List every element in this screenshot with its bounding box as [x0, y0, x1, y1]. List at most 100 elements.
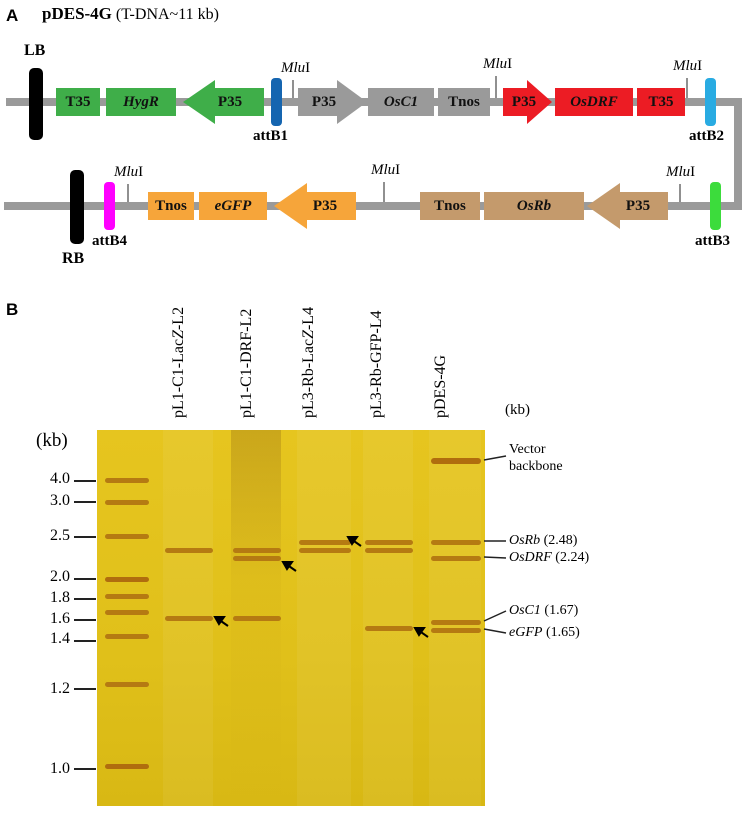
kb-tick-1-2 [74, 688, 96, 690]
block-t35-left [56, 88, 100, 116]
backbone-connector [734, 98, 742, 210]
lane5-band-osc1 [431, 620, 481, 625]
arrow-p35-hyg [183, 80, 264, 124]
lane5-band-backbone [431, 458, 481, 464]
lane2-band-drf [233, 556, 281, 561]
plasmid-name: pDES-4G [42, 4, 112, 23]
label-osc1: OsC1 [383, 93, 419, 110]
gel-image [97, 430, 485, 806]
kb-1-0: 1.0 [50, 760, 70, 777]
attb2-site [705, 78, 716, 126]
osc1-size: (1.67) [544, 603, 579, 618]
kb-tick-3-0 [74, 501, 96, 503]
lane-stripe-4 [363, 430, 413, 806]
leader-osdrf [483, 556, 507, 559]
kb-unit-left: (kb) [36, 430, 68, 451]
ladder-band-1-2 [105, 682, 149, 687]
label-p35-egfp: P35 [312, 197, 338, 214]
mlui-italic: Mlu [114, 164, 139, 180]
label-tnos-osrb: Tnos [434, 197, 466, 214]
label-t35-left: T35 [65, 93, 91, 110]
lane-stripe-3 [297, 430, 351, 806]
label-backbone: backbone [509, 459, 563, 474]
leader-egfp [483, 628, 507, 634]
lane2-band-lower [233, 616, 281, 621]
label-osrb: OsRb (2.48) [509, 533, 577, 549]
tdna-map [4, 68, 742, 244]
lane1-band-lower [165, 616, 213, 621]
mlui-label-6: MluI [666, 164, 695, 181]
label-osc1: OsC1 (1.67) [509, 603, 578, 619]
block-t35-right [637, 88, 685, 116]
lane5-band-egfp [431, 628, 481, 633]
panel-a-title: pDES-4G (T-DNA~11 kb) [42, 4, 219, 24]
ladder-band-1-4 [105, 634, 149, 639]
arrow-p35-osc1 [298, 80, 367, 124]
lane1-band-upper [165, 548, 213, 553]
attb1-site [271, 78, 282, 126]
rb-label: RB [62, 250, 85, 267]
block-tnos-1 [438, 88, 490, 116]
mlui-roman: I [138, 164, 144, 180]
label-hygr: HygR [123, 93, 159, 110]
kb-unit-right: (kb) [505, 402, 530, 418]
label-vector: Vector [509, 442, 546, 457]
kb-tick-1-4 [74, 640, 96, 642]
label-tnos-egfp: Tnos [155, 197, 187, 214]
leader-vector [483, 455, 507, 461]
label-osdrf: OsDRF [570, 93, 618, 110]
lane4-band-1 [365, 540, 413, 545]
ladder-band-4-0 [105, 478, 149, 483]
label-p35-hyg: P35 [217, 93, 243, 110]
attb4-site [104, 182, 115, 230]
label-p35-osc1: P35 [311, 93, 337, 110]
kb-4-0: 4.0 [50, 470, 70, 487]
egfp-size: (1.65) [545, 625, 580, 640]
panel-b-letter: B [6, 300, 19, 319]
arrow-p35-osrb [587, 183, 668, 229]
mlui-label-1: MluI [281, 60, 310, 77]
backbone-row2 [4, 202, 742, 210]
attb4-label: attB4 [92, 233, 127, 249]
mlui-roman: I [395, 162, 401, 178]
mlui-italic: Mlu [371, 162, 396, 178]
kb-3-0: 3.0 [50, 492, 70, 509]
kb-2-0: 2.0 [50, 568, 70, 585]
block-osdrf [555, 88, 633, 116]
label-egfp: eGFP (1.65) [509, 625, 580, 641]
egfp-name: eGFP [509, 625, 543, 640]
block-osc1 [368, 88, 434, 116]
ladder-band-3-0 [105, 500, 149, 505]
mlui-label-2: MluI [483, 56, 512, 73]
kb-1-2: 1.2 [50, 680, 70, 697]
kb-tick-2-5 [74, 536, 96, 538]
label-osdrf: OsDRF (2.24) [509, 550, 589, 566]
block-tnos-osrb [420, 192, 480, 220]
label-p35-osdrf: P35 [511, 93, 537, 110]
block-hygr [106, 88, 176, 116]
lane5-band-osdrf [431, 556, 481, 561]
kb-tick-1-0 [74, 768, 96, 770]
ladder-band-1-0 [105, 764, 149, 769]
mlui-roman: I [507, 56, 513, 72]
attb3-label: attB3 [695, 233, 730, 249]
mlui-italic: Mlu [483, 56, 508, 72]
arrow-lane2 [281, 561, 297, 572]
mlui-italic: Mlu [281, 60, 306, 76]
panel-a-letter: A [6, 6, 19, 25]
ladder-band-2-5 [105, 534, 149, 539]
kb-tick-4-0 [74, 480, 96, 482]
lane4-band-2 [365, 548, 413, 553]
mlui-roman: I [305, 60, 311, 76]
label-tnos-1: Tnos [448, 93, 480, 110]
ladder-band-1-8 [105, 594, 149, 599]
ladder-band-2-0 [105, 577, 149, 582]
osdrf-size: (2.24) [555, 550, 590, 565]
mlui-italic: Mlu [666, 164, 691, 180]
osdrf-name: OsDRF [509, 550, 552, 565]
lane3-band-rb [299, 540, 351, 545]
leader-osc1 [483, 610, 507, 622]
lane-stripe-5 [429, 430, 481, 806]
